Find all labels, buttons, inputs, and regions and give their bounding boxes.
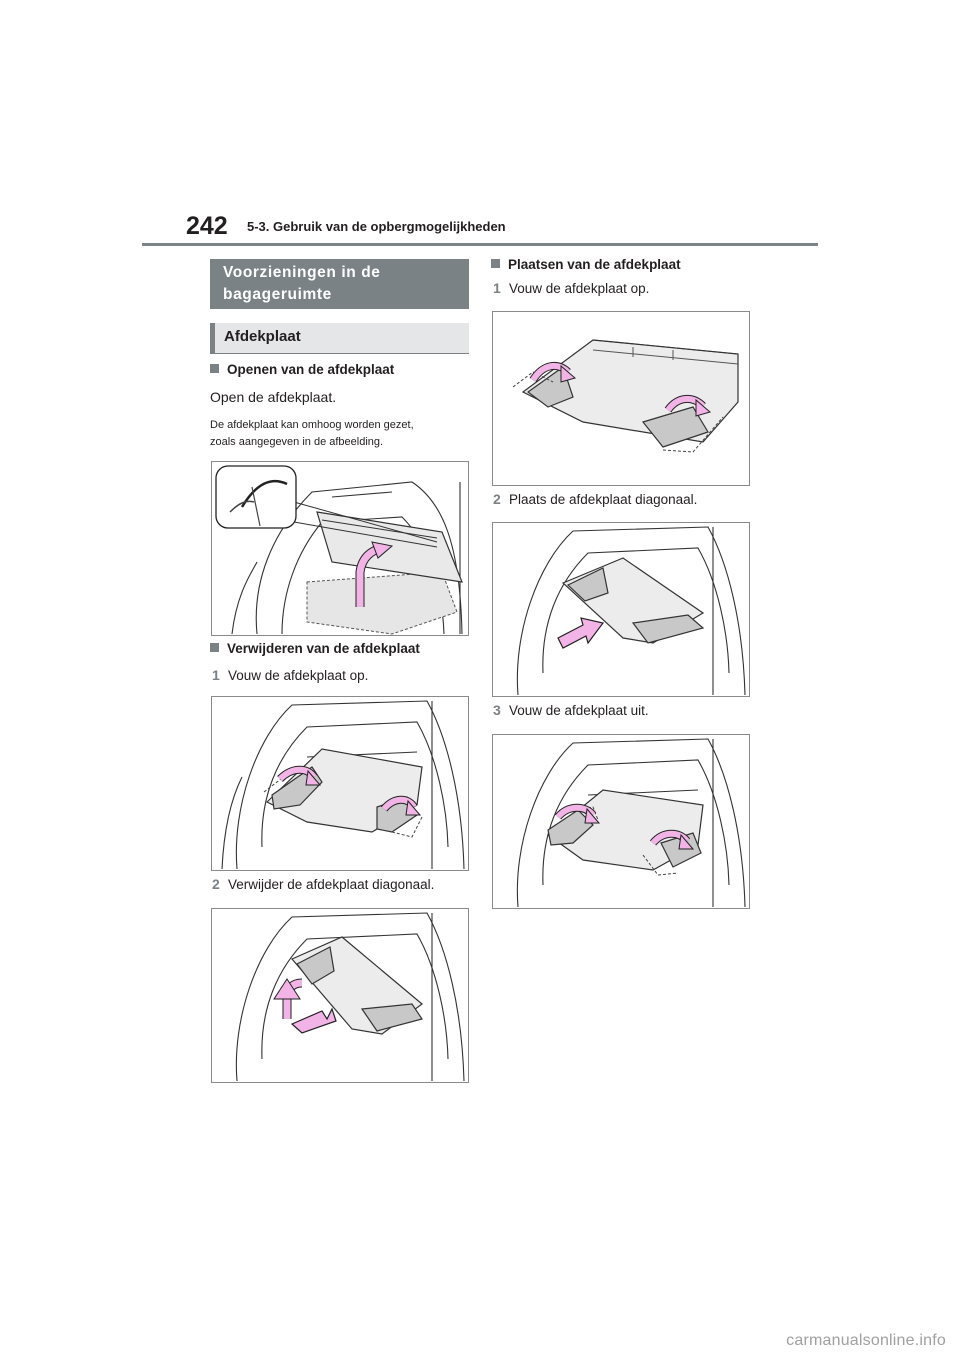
figure-install-unfold: [492, 734, 750, 909]
open-heading: Openen van de afdekplaat: [210, 362, 394, 377]
step-text: Vouw de afdekplaat uit.: [509, 703, 649, 718]
step-text: Verwijder de afdekplaat diagonaal.: [228, 877, 435, 892]
step-text: Vouw de afdekplaat op.: [509, 281, 650, 296]
figure-open-cover: [211, 461, 469, 636]
remove-step-1: 1 Vouw de afdekplaat op.: [212, 667, 368, 683]
open-heading-label: Openen van de afdekplaat: [227, 362, 395, 377]
open-note-line1: De afdekplaat kan omhoog worden gezet,: [210, 419, 414, 431]
open-note-line2: zoals aangegeven in de afbeelding.: [210, 436, 384, 448]
bullet-square-icon: [210, 643, 219, 652]
figure-install-fold: [492, 311, 750, 486]
open-note: De afdekplaat kan omhoog worden gezet, z…: [210, 417, 465, 451]
open-text: Open de afdekplaat.: [210, 389, 337, 405]
step-number: 2: [493, 491, 501, 507]
header-rule: [142, 243, 818, 246]
figure-remove-fold: [211, 696, 469, 871]
figure-install-diagonal: [492, 522, 750, 697]
install-step-2: 2 Plaats de afdekplaat diagonaal.: [493, 491, 697, 507]
step-text: Plaats de afdekplaat diagonaal.: [509, 492, 698, 507]
section-title-line2: bagageruimte: [223, 286, 332, 303]
remove-step-2: 2 Verwijder de afdekplaat diagonaal.: [212, 876, 434, 892]
figure-remove-diagonal: [211, 908, 469, 1083]
section-title-line1: Voorzieningen in de: [223, 264, 381, 281]
install-heading-label: Plaatsen van de afdekplaat: [508, 257, 681, 272]
step-number: 1: [212, 667, 220, 683]
remove-heading-label: Verwijderen van de afdekplaat: [227, 641, 420, 656]
step-number: 1: [493, 280, 501, 296]
section-title: Voorzieningen in de bagageruimte: [210, 259, 469, 309]
watermark: carmanualsonline.info: [786, 1332, 946, 1349]
bullet-square-icon: [491, 259, 500, 268]
step-number: 3: [493, 702, 501, 718]
chapter-title: 5-3. Gebruik van de opbergmogelijkheden: [247, 219, 506, 234]
step-text: Vouw de afdekplaat op.: [228, 668, 369, 683]
bullet-square-icon: [210, 364, 219, 373]
subsection-title: Afdekplaat: [210, 323, 469, 354]
step-number: 2: [212, 876, 220, 892]
install-heading: Plaatsen van de afdekplaat: [491, 257, 681, 272]
install-step-1: 1 Vouw de afdekplaat op.: [493, 280, 649, 296]
remove-heading: Verwijderen van de afdekplaat: [210, 641, 420, 656]
page-number: 242: [186, 212, 228, 240]
install-step-3: 3 Vouw de afdekplaat uit.: [493, 702, 649, 718]
